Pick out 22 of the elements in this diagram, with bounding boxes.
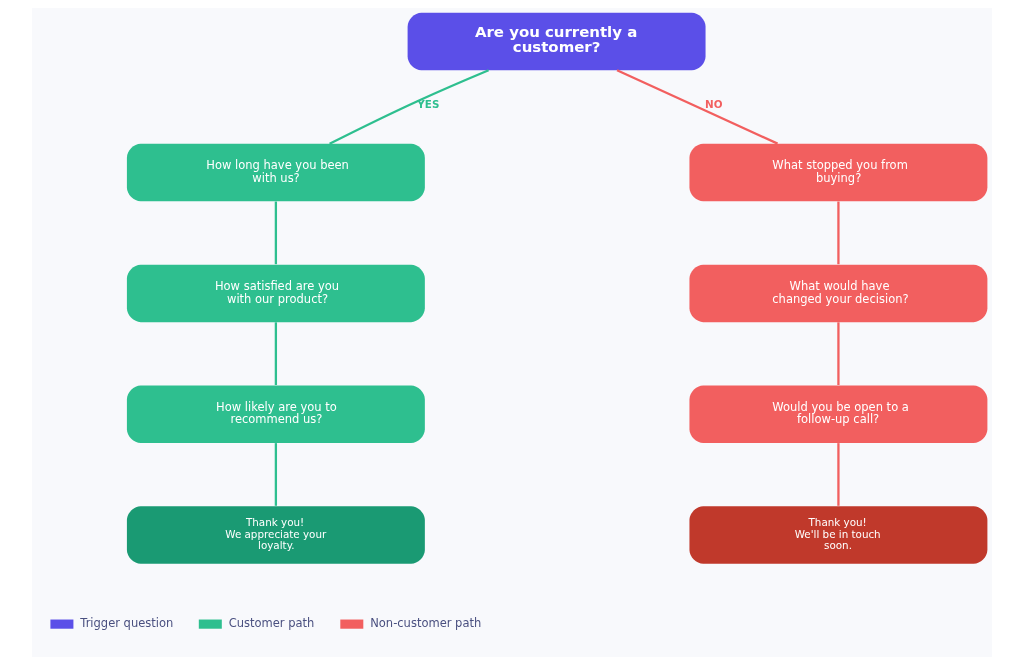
connector: [274, 322, 278, 385]
legend-label: Trigger question: [80, 616, 174, 630]
node-box: What stopped you from buying?: [689, 143, 988, 202]
node-box: How likely are you to recommend us?: [126, 385, 425, 443]
connector: [274, 201, 278, 265]
node-box: How satisfied are you with our product?: [126, 264, 425, 323]
edge-label: NO: [704, 98, 723, 111]
legend-label: Non-customer path: [370, 616, 482, 630]
node-box: Would you be open to a follow-up call?: [689, 385, 988, 443]
node-box: What would have changed your decision?: [689, 264, 988, 323]
node-box: Thank you! We'll be in touch soon.: [689, 506, 988, 564]
connector: [837, 201, 840, 265]
node-box: Thank you! We appreciate your loyalty.: [126, 506, 425, 564]
connector: [837, 443, 840, 506]
edge-label: YES: [417, 98, 440, 111]
node-box: Are you currently a customer?: [407, 12, 706, 71]
connector: [616, 69, 779, 145]
connector: [329, 69, 490, 145]
legend-label: Customer path: [228, 616, 315, 630]
connector: [274, 443, 278, 506]
node-box: How long have you been with us?: [126, 143, 425, 202]
connector: [837, 322, 840, 385]
